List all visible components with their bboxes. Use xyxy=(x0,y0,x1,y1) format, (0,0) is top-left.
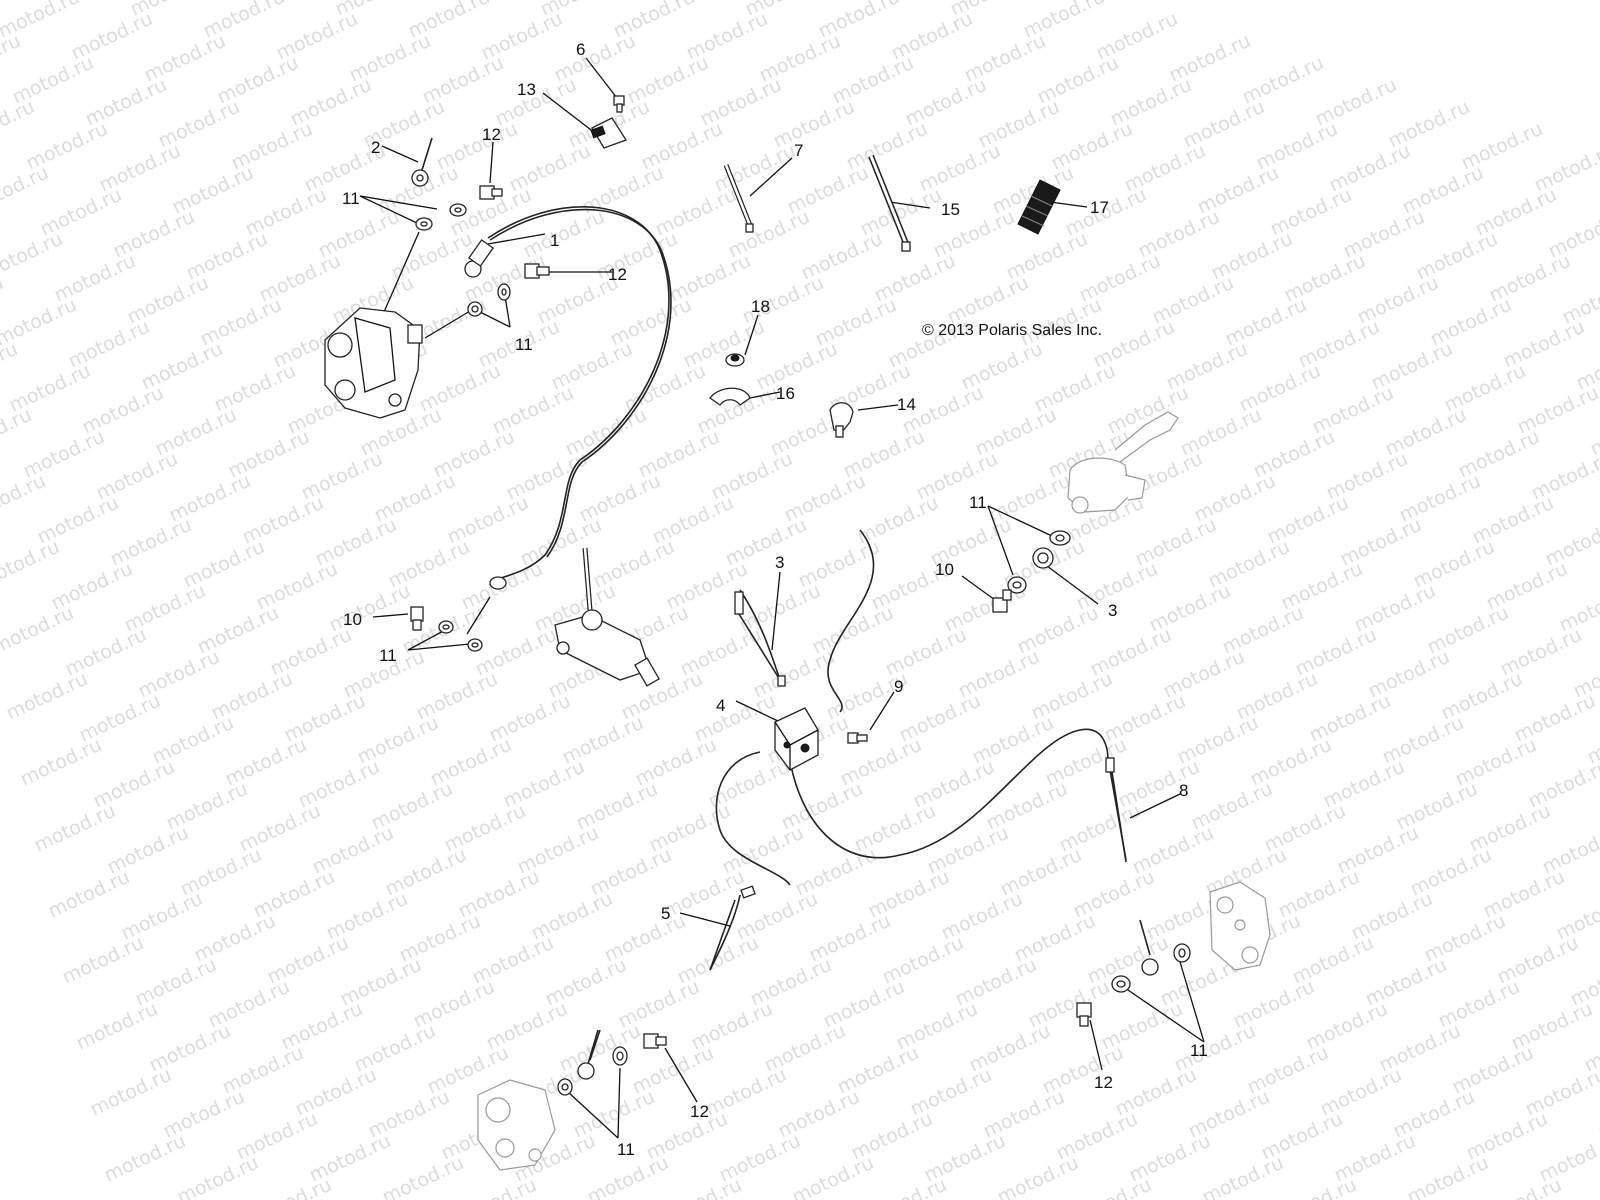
watermark-text: motod.ru xyxy=(73,998,161,1055)
callout-16: 16 xyxy=(776,384,795,403)
rear-master-cylinder xyxy=(489,547,660,687)
watermark-text: motod.ru xyxy=(1545,206,1600,263)
callout-11: 11 xyxy=(342,189,360,208)
rear-left-caliper xyxy=(477,1029,599,1171)
watermark-text: motod.ru xyxy=(1404,1152,1492,1200)
callout-6: 6 xyxy=(576,40,585,59)
watermark-text: motod.ru xyxy=(0,602,77,659)
master-cylinder xyxy=(1067,411,1179,514)
watermark-text: motod.ru xyxy=(657,1174,745,1200)
banjo-bolts xyxy=(410,185,1092,1049)
watermark-text: motod.ru xyxy=(452,1174,540,1200)
hose-lines xyxy=(487,206,1151,1061)
parts xyxy=(324,95,1271,1171)
watermark-text: motod.ru xyxy=(1556,580,1600,637)
hose-clip-16 xyxy=(709,387,751,406)
callout-2: 2 xyxy=(371,138,380,157)
callout-labels: 1 2 3 3 4 5 6 7 8 9 10 10 11 11 11 11 11… xyxy=(342,40,1208,1159)
watermark-text: motod.ru xyxy=(862,1174,950,1200)
callout-12: 12 xyxy=(608,265,627,284)
watermark-text: motod.ru xyxy=(174,1152,262,1200)
banjo-fitting-1 xyxy=(464,239,494,278)
watermark-text: motod.ru xyxy=(1595,1086,1600,1143)
watermark-text: motod.ru xyxy=(1199,1152,1287,1200)
callout-18: 18 xyxy=(751,297,770,316)
watermark-text: motod.ru xyxy=(247,1174,335,1200)
banjo-fitting-2 xyxy=(411,137,433,187)
callout-14: 14 xyxy=(897,395,916,414)
brake-hose-5 xyxy=(709,885,756,971)
watermark-text: motod.ru xyxy=(0,404,35,461)
screw-6 xyxy=(613,95,625,113)
callout-8: 8 xyxy=(1179,781,1188,800)
watermark-text: motod.ru xyxy=(0,536,63,593)
watermark-text: motod.ru xyxy=(0,338,21,395)
callout-12: 12 xyxy=(690,1102,709,1121)
callout-3: 3 xyxy=(775,553,784,572)
watermark-text: motod.ru xyxy=(789,1152,877,1200)
leader-lines xyxy=(359,57,1205,1139)
distribution-block-4 xyxy=(774,707,819,771)
callout-12: 12 xyxy=(482,125,501,144)
watermark-text: motod.ru xyxy=(3,668,91,725)
watermark-text: motod.ru xyxy=(101,1130,189,1187)
watermark-text: motod.ru xyxy=(1553,888,1600,945)
watermark-text: motod.ru xyxy=(1272,1174,1360,1200)
watermark-text: motod.ru xyxy=(0,272,7,329)
watermark-text: motod.ru xyxy=(1067,1174,1155,1200)
brake-hose-8 xyxy=(1105,757,1127,863)
watermark-text: motod.ru xyxy=(1477,1174,1565,1200)
watermark-text: motod.ru xyxy=(0,162,52,219)
cable-tie-15 xyxy=(868,154,911,252)
callout-4: 4 xyxy=(716,696,725,715)
watermark-text: motod.ru xyxy=(59,932,147,989)
callout-1: 1 xyxy=(550,231,559,250)
hose-clamp-13 xyxy=(590,117,627,149)
callout-11: 11 xyxy=(515,335,533,354)
callout-11: 11 xyxy=(969,493,987,512)
watermark-text: motod.ru xyxy=(0,96,38,153)
fitting-14 xyxy=(829,402,854,438)
callout-13: 13 xyxy=(517,80,536,99)
watermark-text: motod.ru xyxy=(31,800,119,857)
callout-9: 9 xyxy=(894,677,903,696)
sealing-washers xyxy=(415,203,1191,1096)
watermark-text: motod.ru xyxy=(17,734,105,791)
watermark-text: motod.ru xyxy=(379,1152,467,1200)
watermark-text: motod.ru xyxy=(994,1152,1082,1200)
callout-11: 11 xyxy=(379,646,397,665)
callout-11: 11 xyxy=(1190,1041,1208,1060)
copyright-notice: © 2013 Polaris Sales Inc. xyxy=(922,322,1102,339)
callout-15: 15 xyxy=(941,200,960,219)
callout-7: 7 xyxy=(794,141,803,160)
callout-11: 11 xyxy=(617,1140,635,1159)
callout-5: 5 xyxy=(661,904,670,923)
protective-sleeve-17 xyxy=(1017,179,1061,235)
front-left-caliper xyxy=(324,307,423,419)
callout-12: 12 xyxy=(1094,1073,1113,1092)
watermark-text: motod.ru xyxy=(0,470,49,527)
callout-10: 10 xyxy=(343,610,362,629)
rear-right-caliper xyxy=(1141,881,1271,976)
watermark-text: motod.ru xyxy=(0,228,66,285)
cable-tie-7 xyxy=(723,164,754,233)
brake-hose-3 xyxy=(734,591,786,687)
watermark-text: motod.ru xyxy=(0,30,24,87)
watermark-text: motod.ru xyxy=(87,1064,175,1121)
callout-3: 3 xyxy=(1108,601,1117,620)
callout-17: 17 xyxy=(1090,198,1109,217)
callout-10: 10 xyxy=(935,560,954,579)
push-retainer-18 xyxy=(725,353,745,367)
watermark-text: motod.ru xyxy=(45,866,133,923)
